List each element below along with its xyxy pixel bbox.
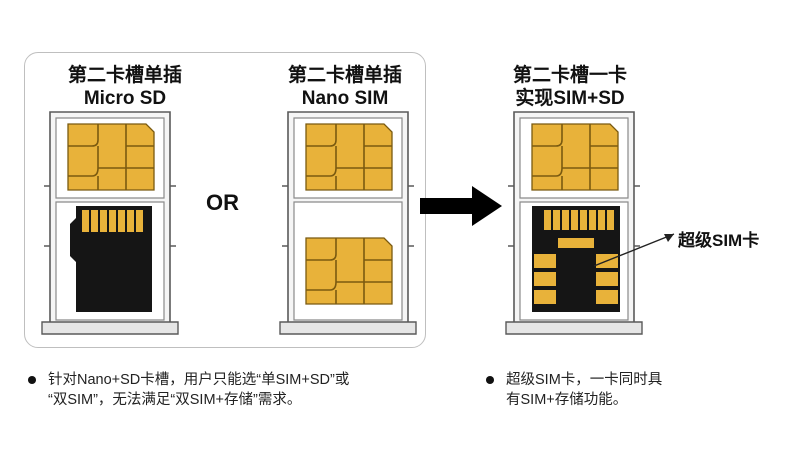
- bullet-dot-icon: [28, 376, 36, 384]
- title-line: Micro SD: [83, 88, 167, 109]
- title-sim-sd: 第二卡槽一卡 实现SIM+SD: [470, 64, 670, 110]
- bullet-note-left: 针对Nano+SD卡槽，用户只能选“单SIM+SD”或 “双SIM”，无法满足“…: [28, 370, 448, 410]
- title-nano-sim: 第二卡槽单插 Nano SIM: [250, 64, 440, 110]
- nano-sim-chip: [305, 123, 393, 191]
- title-micro-sd: 第二卡槽单插 Micro SD: [30, 64, 220, 110]
- title-line: 第二卡槽单插: [67, 65, 182, 86]
- title-line: 第二卡槽一卡: [512, 65, 627, 86]
- bullet-dot-icon: [486, 376, 494, 384]
- bullet-line: 有SIM+存储功能。: [506, 392, 628, 408]
- title-line: 第二卡槽单插: [287, 65, 402, 86]
- title-line: 实现SIM+SD: [515, 88, 625, 109]
- super-sim-label: 超级SIM卡: [678, 231, 760, 250]
- nano-sim-chip: [67, 123, 155, 191]
- sim-tray-nano-sim: [279, 111, 417, 335]
- bullet-line: “双SIM”，无法满足“双SIM+存储”需求。: [48, 392, 302, 408]
- callout-line: [594, 233, 675, 267]
- or-label: OR: [206, 190, 239, 215]
- bullet-note-right: 超级SIM卡，一卡同时具 有SIM+存储功能。: [486, 370, 746, 410]
- bullet-text: 超级SIM卡，一卡同时具 有SIM+存储功能。: [506, 370, 746, 410]
- bullet-text: 针对Nano+SD卡槽，用户只能选“单SIM+SD”或 “双SIM”，无法满足“…: [48, 370, 448, 410]
- sim-tray-micro-sd: [41, 111, 179, 335]
- right-arrow-icon: [420, 186, 502, 226]
- super-sim-card: [532, 206, 620, 312]
- micro-sd-card: [70, 206, 152, 312]
- nano-sim-chip: [531, 123, 619, 191]
- title-line: Nano SIM: [301, 88, 389, 109]
- bullet-line: 针对Nano+SD卡槽，用户只能选“单SIM+SD”或: [48, 372, 350, 388]
- sim-tray-super-sim: [505, 111, 643, 335]
- bullet-line: 超级SIM卡，一卡同时具: [506, 372, 663, 388]
- nano-sim-chip-second: [305, 237, 393, 305]
